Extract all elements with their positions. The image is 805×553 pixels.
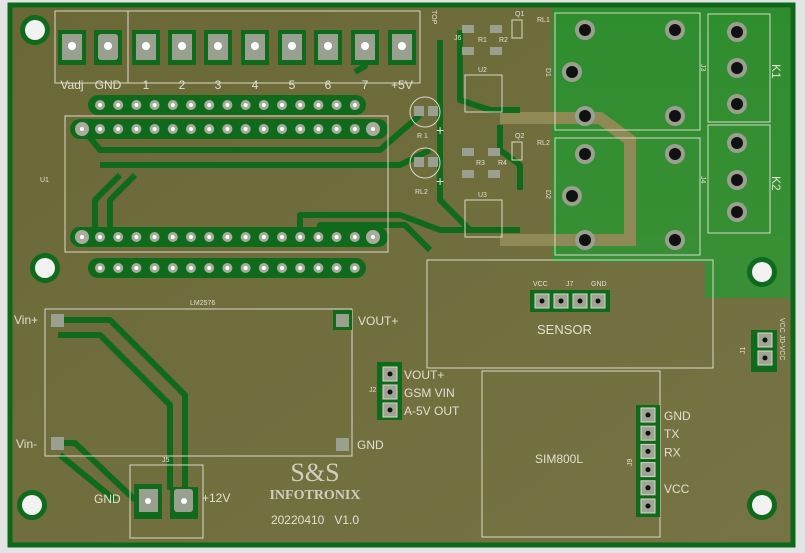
relays: J3 J4 K1 K2 xyxy=(554,12,783,256)
terminal-label: 2 xyxy=(179,78,186,92)
sim-pin-label: GND xyxy=(664,409,691,423)
traces xyxy=(58,30,523,503)
j5-ref: J5 xyxy=(162,457,170,464)
d1-ref: D1 xyxy=(544,68,551,77)
terminal-label: 6 xyxy=(325,78,332,92)
sensor-ref: J7 xyxy=(566,281,574,288)
terminal-label: 4 xyxy=(252,78,259,92)
jack-12v-label: +12V xyxy=(202,491,230,505)
mounting-holes xyxy=(17,15,777,520)
sim-pin-label: RX xyxy=(664,445,681,459)
j1-connector: J1 VCC JD-VCC xyxy=(740,318,785,372)
j9-ref: J9 xyxy=(627,459,634,467)
top-label: TOP xyxy=(430,10,437,25)
rl1-ref: RL1 xyxy=(537,17,550,24)
terminal-label: 1 xyxy=(143,78,150,92)
terminal-label: +5V xyxy=(391,78,413,92)
k1-ref: K1 xyxy=(769,64,783,79)
logo-company: INFOTRONIX xyxy=(269,488,360,503)
jack-gnd-label: GND xyxy=(94,492,121,506)
lm2576-module: LM2576 Vin+ Vin- VOUT+ GND xyxy=(14,300,398,457)
r2-ref: R2 xyxy=(499,37,508,44)
sim-pin-label: TX xyxy=(664,427,679,441)
sensor-title: SENSOR xyxy=(537,322,592,337)
sensor-gnd-label: GND xyxy=(591,281,607,288)
k2-ref: K2 xyxy=(769,176,783,191)
led-2 xyxy=(409,147,441,179)
sim-pin-label: VCC xyxy=(664,482,690,496)
terminal-k1 xyxy=(707,13,771,123)
lm2576-ref: LM2576 xyxy=(190,300,215,307)
terminal-k2 xyxy=(707,124,771,234)
relay-driver-section: + + R 1 RL2 U2 U3 Q1 Q2 RL1 RL2 D1 D2 J6… xyxy=(409,11,551,238)
j2-connector: J2 VOUT+ GSM VIN A-5V OUT xyxy=(369,362,460,420)
d2-ref: D2 xyxy=(544,190,551,199)
q1-ref: Q1 xyxy=(515,11,524,18)
relay-1 xyxy=(554,12,701,131)
sensor-vcc-label: VCC xyxy=(533,281,548,288)
j1-ref: J1 xyxy=(740,347,747,355)
j2-pin2-label: GSM VIN xyxy=(404,386,455,400)
u3-outline xyxy=(464,199,503,238)
j2-pin3-label: A-5V OUT xyxy=(404,404,460,418)
u1-outline xyxy=(64,115,389,253)
r4-ref: R4 xyxy=(498,160,507,167)
j3-ref: J3 xyxy=(699,64,706,72)
power-jack: J5 GND +12V xyxy=(94,457,230,539)
relay-2 xyxy=(554,137,701,256)
logo-brand: S&S xyxy=(290,458,339,487)
j4-ref: J4 xyxy=(699,176,706,184)
led1-ref: R 1 xyxy=(417,133,428,140)
j6-ref: J6 xyxy=(454,35,462,42)
q2-ref: Q2 xyxy=(515,133,524,140)
vout-plus-label: VOUT+ xyxy=(358,314,398,328)
logo: S&S INFOTRONIX 20220410 V1.0 xyxy=(269,458,360,527)
led-1 xyxy=(409,96,441,128)
svg-text:+: + xyxy=(436,122,444,138)
terminal-label: Vadj xyxy=(60,78,83,92)
r3-ref: R3 xyxy=(476,160,485,167)
led2-ref: RL2 xyxy=(415,189,428,196)
version-label: 20220410 V1.0 xyxy=(271,513,359,527)
top-connector: TOP Vadj GND 1 2 3 4 5 6 7 +5V xyxy=(54,10,437,92)
u3-ref: U3 xyxy=(478,192,487,199)
terminal-label: 5 xyxy=(289,78,296,92)
pin-headers xyxy=(70,95,388,278)
rl2-ref: RL2 xyxy=(537,140,550,147)
terminal-label: 7 xyxy=(362,78,369,92)
vin-minus-label: Vin- xyxy=(16,437,37,451)
sim800l-module: SIM800L J9 GND TX RX VCC xyxy=(481,370,691,538)
j2-ref: J2 xyxy=(369,387,377,394)
u2-ref: U2 xyxy=(478,67,487,74)
svg-text:+: + xyxy=(436,173,444,189)
j1-label: VCC JD-VCC xyxy=(778,318,785,360)
j2-pin1-label: VOUT+ xyxy=(404,368,444,382)
lm-gnd-label: GND xyxy=(357,438,384,452)
vin-plus-label: Vin+ xyxy=(14,313,38,327)
u1-ref: U1 xyxy=(40,177,49,184)
terminal-label: GND xyxy=(95,78,122,92)
r1-ref: R1 xyxy=(478,37,487,44)
u2-outline xyxy=(464,74,503,113)
sensor-module: VCC J7 GND SENSOR xyxy=(426,259,714,369)
sim800l-title: SIM800L xyxy=(535,452,583,466)
terminal-label: 3 xyxy=(215,78,222,92)
